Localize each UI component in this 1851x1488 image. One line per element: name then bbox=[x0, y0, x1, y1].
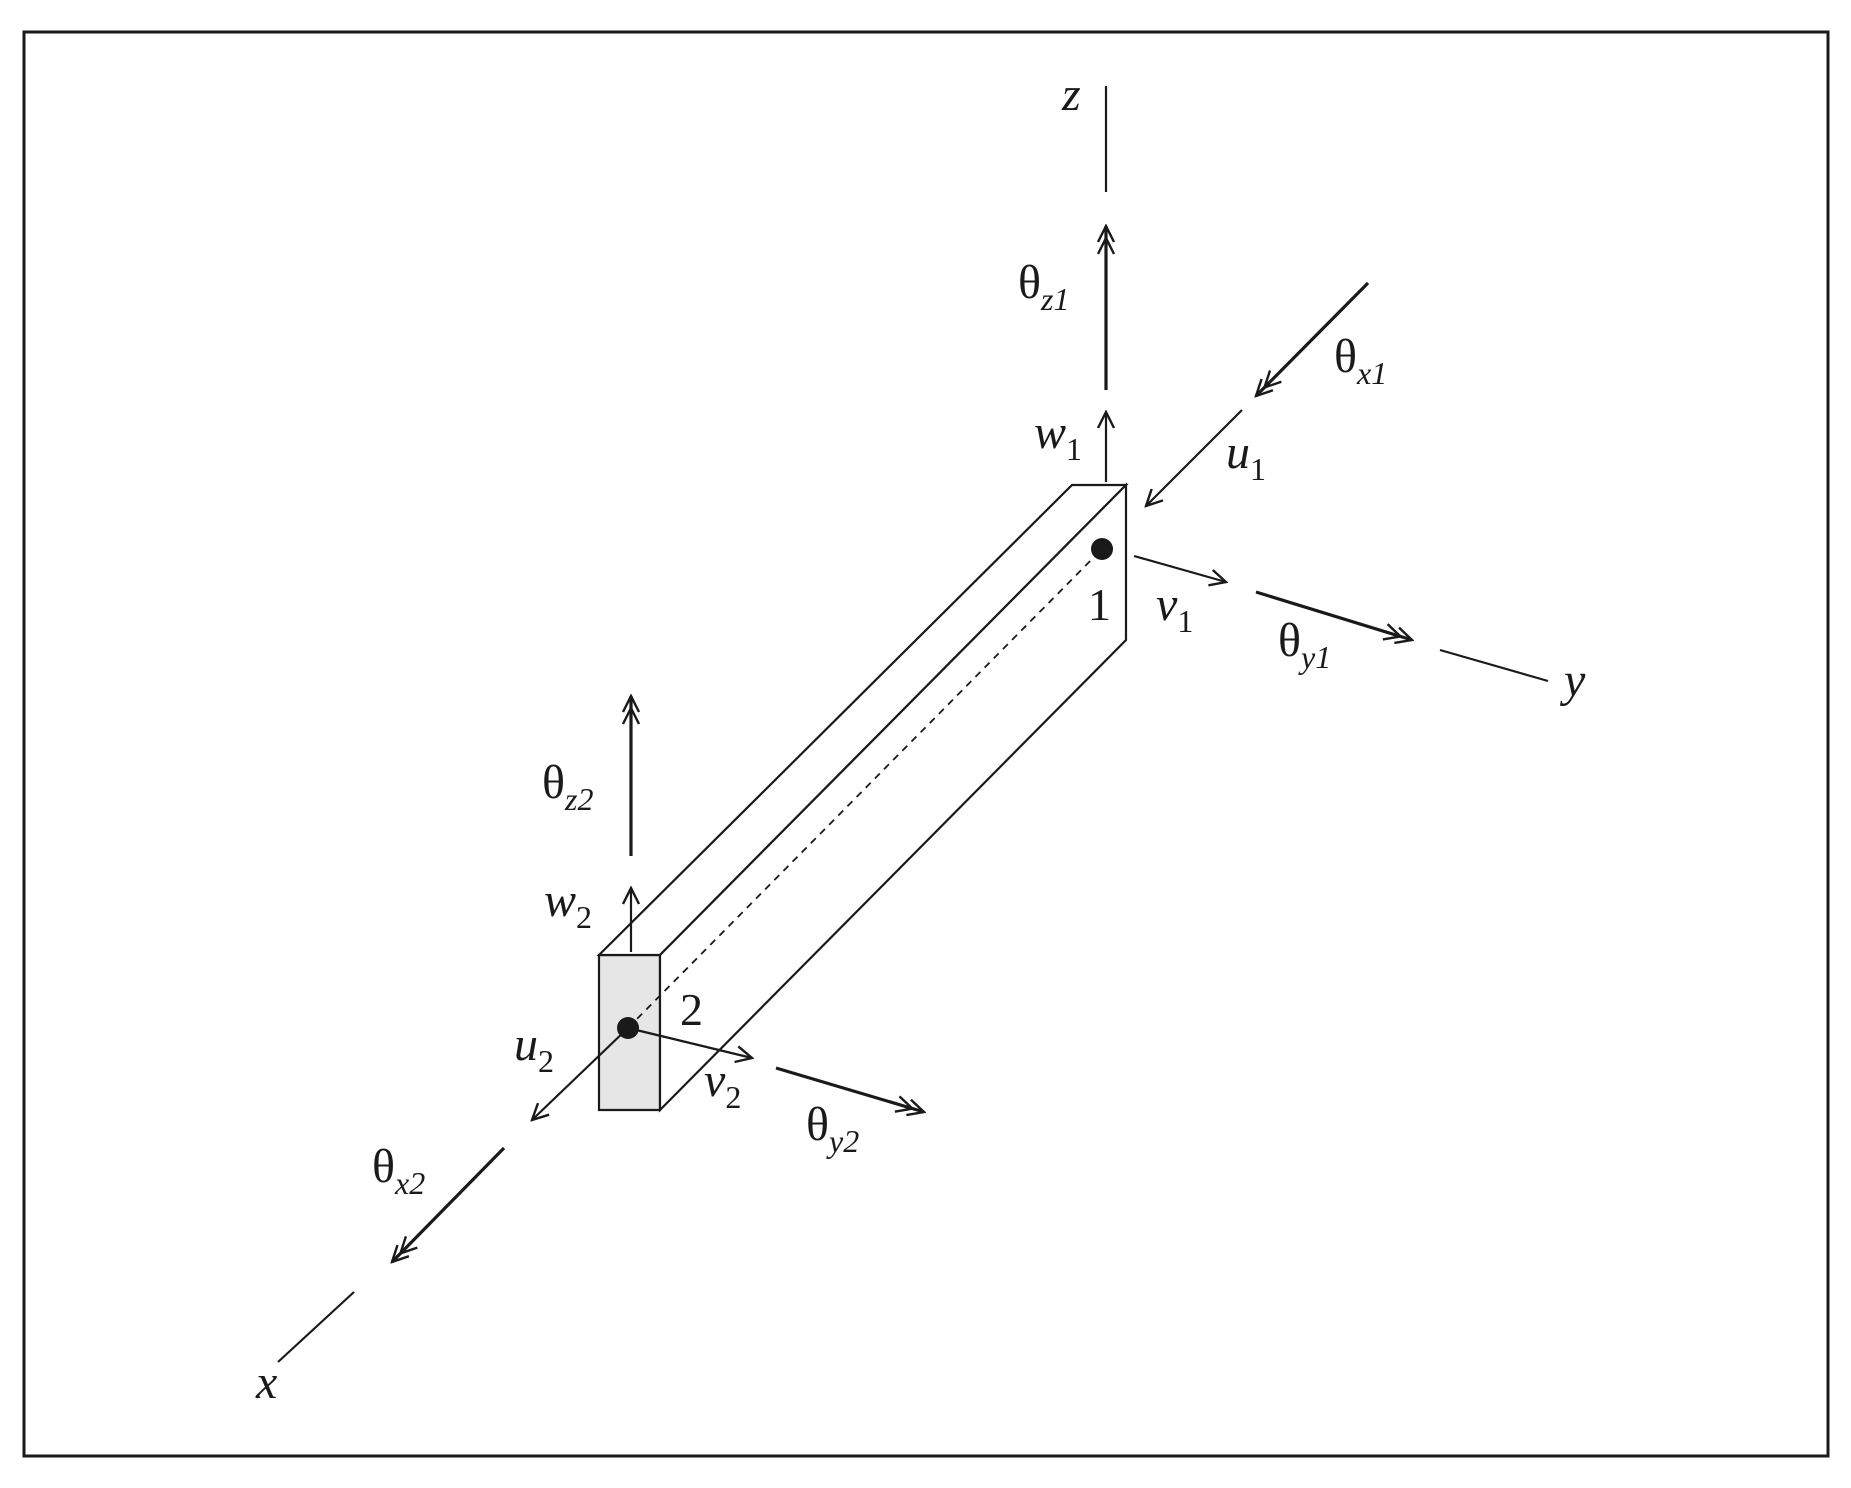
theta-y1-arrow bbox=[1255, 590, 1412, 640]
theta-x1-arrow bbox=[1256, 281, 1370, 396]
u1-label: u1 bbox=[1226, 426, 1266, 487]
v2-label: v2 bbox=[704, 1054, 741, 1115]
v2-arrow bbox=[627, 1026, 752, 1058]
y-axis-label: y bbox=[1559, 654, 1586, 707]
beam-side-face bbox=[658, 482, 1128, 1113]
x-axis bbox=[277, 1291, 355, 1363]
y-axis bbox=[1439, 648, 1549, 683]
u2-arrow bbox=[532, 1027, 629, 1120]
v1-label: v1 bbox=[1156, 578, 1193, 639]
node-2-label: 2 bbox=[680, 984, 703, 1035]
theta-z2-label: θz2 bbox=[542, 756, 593, 817]
beam-body bbox=[596, 482, 1129, 1113]
beam-centerline bbox=[627, 548, 1103, 1029]
w1-label: w1 bbox=[1034, 406, 1082, 467]
node-1-dot bbox=[1091, 538, 1113, 560]
u2-label: u2 bbox=[514, 1018, 554, 1079]
theta-x2-label: θx2 bbox=[372, 1140, 425, 1201]
node-1-label: 1 bbox=[1088, 579, 1111, 630]
w2-label: w2 bbox=[544, 874, 592, 935]
theta-z1-label: θz1 bbox=[1018, 256, 1069, 317]
z-axis-label: z bbox=[1061, 68, 1081, 121]
x-axis-label: x bbox=[255, 1356, 277, 1409]
theta-y2-label: θy2 bbox=[806, 1098, 859, 1159]
theta-x2-arrow bbox=[392, 1146, 506, 1262]
v1-arrow bbox=[1133, 554, 1226, 582]
u1-arrow bbox=[1146, 409, 1243, 506]
theta-y1-label: θy1 bbox=[1278, 614, 1331, 675]
theta-x1-label: θx1 bbox=[1334, 330, 1387, 391]
figure-frame bbox=[22, 30, 1830, 1458]
theta-y2-arrow bbox=[775, 1066, 924, 1112]
